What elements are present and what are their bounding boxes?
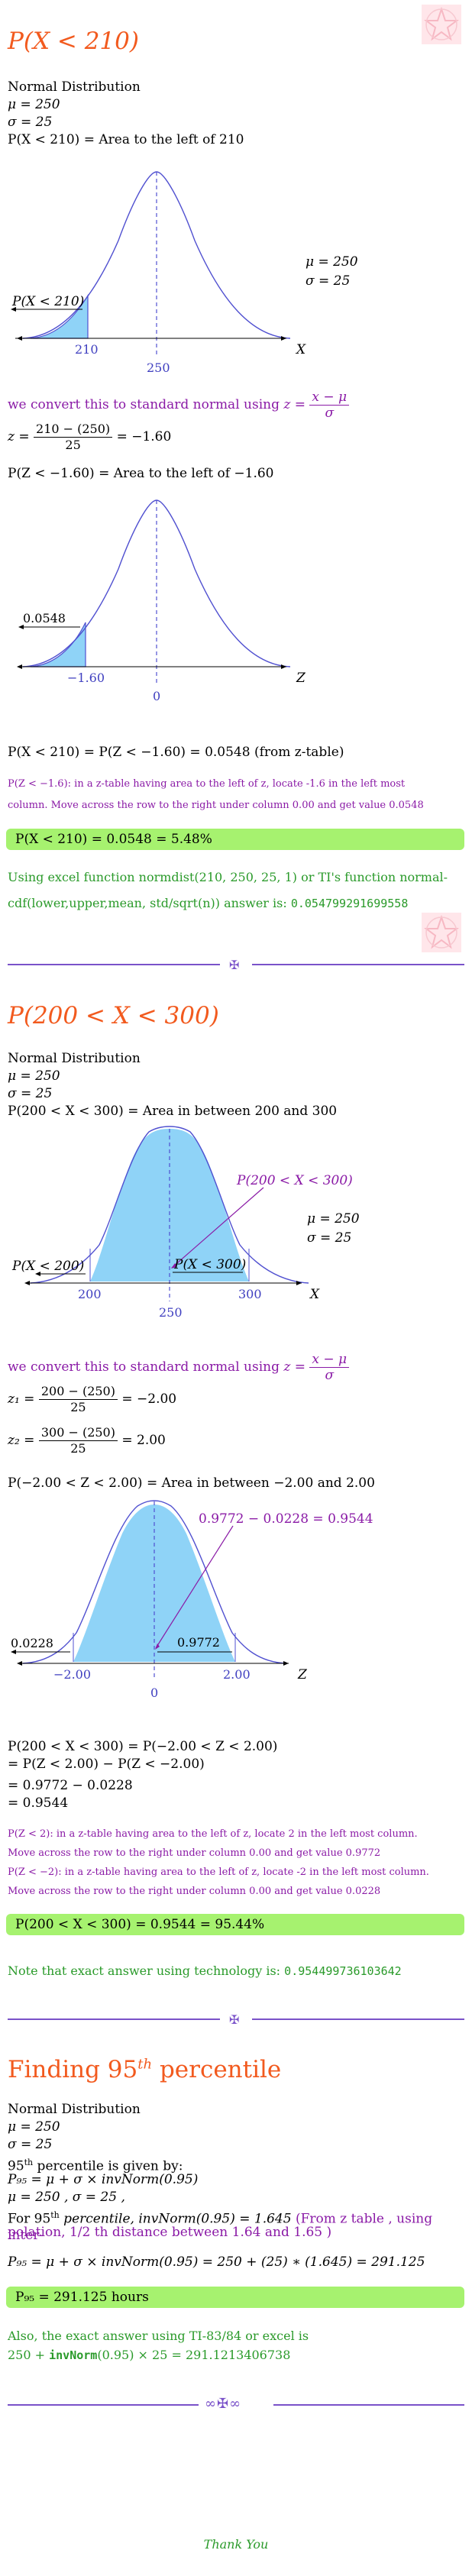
area-line: P(200 < X < 300) = Area in between 200 a…	[8, 1104, 338, 1119]
chart-mu: μ = 250	[307, 1211, 360, 1227]
convert-sentence: we convert this to standard normal using…	[8, 1352, 350, 1383]
answer-box: P₉₅ = 291.125 hours	[6, 2287, 464, 2308]
mean-line: μ = 250	[8, 1068, 60, 1084]
difference-label: 0.9772 − 0.0228 = 0.9544	[199, 1511, 373, 1527]
footer-divider	[0, 2404, 472, 2406]
excel-note-b: cdf(lower,upper,mean, std/sqrt(n)) answe…	[8, 896, 409, 910]
also-note-b: 250 + invNorm(0.95) × 25 = 291.121340673…	[8, 2348, 291, 2362]
tick-label-250: 250	[147, 360, 170, 375]
left-tail-area	[30, 622, 86, 667]
work-line-3: = 0.9772 − 0.0228	[8, 1778, 133, 1793]
also-note-a: Also, the exact answer using TI-83/84 or…	[8, 2329, 309, 2343]
sigma-line: σ = 25	[8, 2137, 53, 2152]
sigma-line: σ = 25	[8, 115, 53, 130]
ztable-note: Move across the row to the right under c…	[8, 1847, 381, 1859]
tick-label-210: 210	[75, 342, 99, 357]
left-value: 0.0228	[11, 1636, 53, 1650]
ztable-note: Move across the row to the right under c…	[8, 1886, 381, 1897]
mean-line: μ = 250	[8, 97, 60, 112]
work-line-1: P(200 < X < 300) = P(−2.00 < Z < 2.00)	[8, 1739, 278, 1754]
distribution-label: Normal Distribution	[8, 2102, 141, 2117]
answer-box: P(200 < X < 300) = 0.9544 = 95.44%	[6, 1914, 464, 1935]
axis-label-z: Z	[297, 1667, 308, 1682]
excel-value: 0.054799291699558	[290, 897, 409, 910]
tick-label-zero: 0	[153, 689, 160, 703]
pz-line: P(−2.00 < Z < 2.00) = Area in between −2…	[8, 1475, 375, 1491]
pz-line: P(Z < −1.60) = Area to the left of −1.60	[8, 466, 274, 481]
axis-label-x: X	[295, 342, 306, 357]
ztable-note: P(Z < 2): in a z-table having area to th…	[8, 1828, 418, 1840]
section3-title: Finding 95th percentile	[8, 2056, 282, 2083]
section1-title: P(X < 210)	[8, 27, 139, 55]
ztable-note-a: P(Z < −1.6): in a z-table having area to…	[8, 778, 406, 790]
chart-mu: μ = 250	[306, 254, 358, 270]
percentile-calc: P₉₅ = μ + σ × invNorm(0.95) = 250 + (25)…	[8, 2254, 425, 2270]
middle-area	[73, 1505, 235, 1662]
tick-label-300: 300	[238, 1287, 262, 1301]
distribution-label: Normal Distribution	[8, 79, 141, 95]
axis-label-x: X	[309, 1287, 320, 1302]
divider-ornament-icon: ✠	[229, 958, 240, 972]
percentile-formula: P₉₅ = μ + σ × invNorm(0.95)	[8, 2172, 199, 2187]
chart-sigma: σ = 25	[306, 273, 350, 289]
area-value: 0.0548	[23, 611, 66, 625]
z1-calculation: z₁ = 200 − (250)25 = −2.00	[8, 1384, 177, 1414]
tick-label-zero: 0	[150, 1686, 158, 1700]
area-line: P(X < 210) = Area to the left of 210	[8, 132, 244, 147]
normal-curve-chart-x: P(X < 210) 210 250 X μ = 250 σ = 25	[11, 171, 358, 375]
work-line-4: = 0.9544	[8, 1795, 69, 1811]
exact-note: Note that exact answer using technology …	[8, 1964, 402, 1978]
thank-you-text: Thank You	[203, 2537, 269, 2552]
section-divider	[0, 2018, 472, 2020]
region-label-right: P(X < 300)	[173, 1257, 246, 1272]
distribution-label: Normal Distribution	[8, 1051, 141, 1066]
z-calculation: z = 210 − (250)25 = −1.60	[8, 422, 172, 452]
tick-label-neg2: −2.00	[53, 1667, 91, 1682]
given-line: 95th percentile is given by:	[8, 2157, 183, 2174]
corner-stamp-icon	[422, 913, 461, 952]
corner-stamp-icon	[422, 5, 461, 44]
interpolation-note: polation, 1/2 th distance between 1.64 a…	[8, 2225, 332, 2240]
exact-value: 0.954499736103642	[284, 1964, 402, 1978]
normal-curve-chart-z2: 0.9772 − 0.0228 = 0.9544 0.0228 0.9772 −…	[11, 1500, 373, 1700]
right-value: 0.9772	[177, 1635, 220, 1650]
work-line-2: = P(Z < 2.00) − P(Z < −2.00)	[8, 1757, 205, 1772]
chart-sigma: σ = 25	[307, 1230, 351, 1246]
section-divider	[0, 964, 472, 965]
mean-line: μ = 250	[8, 2119, 60, 2135]
z2-calculation: z₂ = 300 − (250)25 = 2.00	[8, 1425, 166, 1456]
ztable-note-b: column. Move across the row to the right…	[8, 800, 424, 811]
section2-title: P(200 < X < 300)	[8, 1002, 219, 1029]
sigma-line: σ = 25	[8, 1086, 53, 1101]
equality-line: P(X < 210) = P(Z < −1.60) = 0.0548 (from…	[8, 745, 344, 760]
divider-ornament-icon: ✠	[229, 2012, 240, 2027]
for-percentile-line: For 95th percentile, invNorm(0.95) = 1.6…	[8, 2210, 433, 2243]
normal-curve-chart-z: 0.0548 −1.60 0 Z	[17, 499, 306, 703]
answer-box: P(X < 210) = 0.0548 = 5.48%	[6, 829, 464, 850]
tick-label-pos2: 2.00	[223, 1667, 251, 1682]
footer-ornament-icon: ∞✠∞	[205, 2396, 242, 2412]
axis-label-z: Z	[296, 671, 306, 686]
tick-label-neg160: −1.60	[67, 671, 105, 685]
convert-sentence: we convert this to standard normal using…	[8, 389, 350, 421]
region-label: P(X < 210)	[11, 294, 84, 309]
tick-label-200: 200	[78, 1287, 102, 1301]
normal-curve-chart-x2: P(200 < X < 300) P(X < 200) P(X < 300) 2…	[11, 1126, 360, 1320]
region-label-left: P(X < 200)	[11, 1259, 84, 1274]
excel-note-a: Using excel function normdist(210, 250, …	[8, 870, 448, 884]
ztable-note: P(Z < −2): in a z-table having area to t…	[8, 1867, 429, 1878]
mu-sigma-line: μ = 250 , σ = 25 ,	[8, 2190, 125, 2205]
tick-label-250: 250	[159, 1305, 183, 1320]
region-label-middle: P(200 < X < 300)	[236, 1173, 353, 1188]
